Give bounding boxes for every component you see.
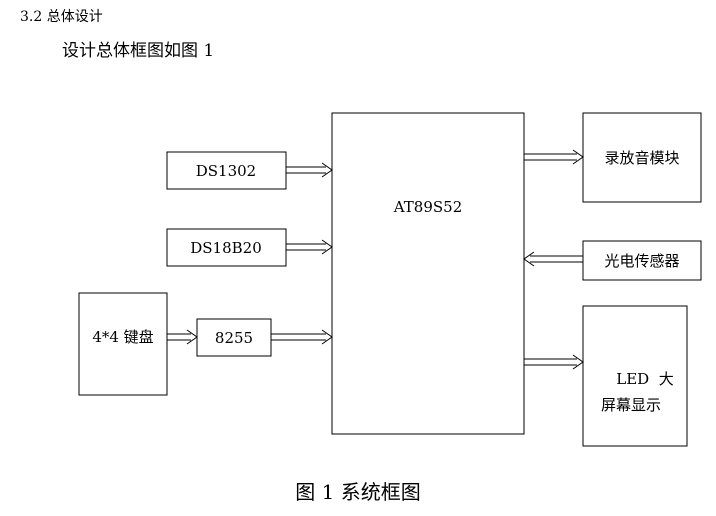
ds1302-label: DS1302	[196, 162, 256, 180]
ds18b20-block	[166, 228, 287, 267]
section-heading: 3.2 总体设计	[20, 9, 103, 25]
mcu-label: AT89S52	[393, 198, 462, 216]
arrow-8255-to-mcu	[271, 329, 333, 345]
led-block	[582, 305, 688, 447]
keypad-label: 4*4 键盘	[92, 328, 153, 346]
arrow-ds1302-to-mcu	[286, 162, 333, 178]
photo-label: 光电传感器	[604, 252, 679, 270]
mcu-block	[331, 112, 525, 435]
i8255-label: 8255	[215, 329, 253, 347]
led-label-line2: 屏幕显示	[601, 396, 661, 414]
arrow-photo-to-mcu	[523, 251, 583, 267]
audio-label: 录放音模块	[604, 149, 679, 167]
ds18b20-label: DS18B20	[190, 239, 262, 257]
photo-block	[582, 240, 702, 281]
intro-text: 设计总体框图如图 1	[62, 41, 215, 61]
ds1302-block	[166, 151, 287, 190]
arrow-mcu-to-audio	[524, 149, 584, 165]
figure-caption: 图 1 系统框图	[295, 480, 421, 504]
arrow-keypad-to-8255	[167, 329, 198, 345]
led-label-line1: LED 大	[616, 370, 673, 388]
arrow-mcu-to-led	[524, 354, 584, 370]
keypad-block	[78, 292, 168, 396]
arrow-ds18b20-to-mcu	[286, 239, 333, 255]
